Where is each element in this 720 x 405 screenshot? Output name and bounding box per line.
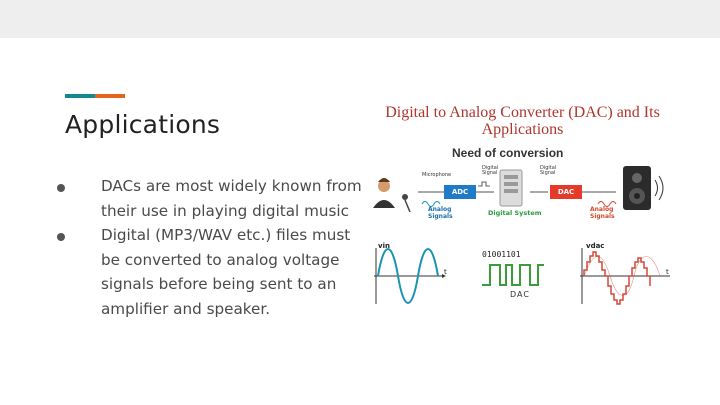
microphone-label: Microphone [422,172,452,178]
bullet-list: DACs are most widely known from their us… [55,174,365,321]
bullet-item: Digital (MP3/WAV etc.) files must be con… [55,223,365,321]
adc-box: ADC [444,185,476,199]
mini-analog-wave [597,201,617,207]
binary-code: 01001101 [482,250,521,259]
title-accent-teal [65,94,95,98]
analog-wave-plot [374,248,446,304]
dac-caption: DAC [510,290,530,299]
bullet-dot-icon [57,233,65,241]
bullet-dot-icon [57,184,65,192]
dac-box: DAC [550,185,582,199]
computer-icon [499,169,523,207]
bullet-item: DACs are most widely known from their us… [55,174,365,223]
person-icon [373,178,395,208]
bullet-text: DACs are most widely known from their us… [101,177,362,220]
bullet-text: Digital (MP3/WAV etc.) files must be con… [101,226,351,318]
time-axis-label: t [444,268,447,276]
time-axis-label: t [666,268,669,276]
digital-system-label: Digital System [488,209,542,217]
analog-signals-label-right: Analog Signals [590,206,615,220]
figure-title: Digital to Analog Converter (DAC) and It… [385,104,660,138]
digital-wave-plot [482,264,544,286]
figure-graphics [373,166,670,305]
dac-figure: Digital to Analog Converter (DAC) and It… [370,100,675,310]
slide-title: Applications [65,110,221,139]
title-accent-orange [95,94,125,98]
analog-signals-label-left: Analog Signals [428,206,453,220]
speaker-icon [623,166,664,210]
slide-top-bar [0,0,720,38]
mini-analog-wave [421,201,441,207]
digital-signal-label-left: Digital Signal [482,165,499,176]
mini-digital-wave [478,181,490,187]
digital-signal-label-right: Digital Signal [540,165,557,176]
figure-subtitle: Need of conversion [452,146,564,160]
vdac-label: vdac [586,242,605,250]
microphone-icon [402,194,411,213]
dac-wave-plot [580,248,670,305]
vin-label: vin [378,242,390,250]
